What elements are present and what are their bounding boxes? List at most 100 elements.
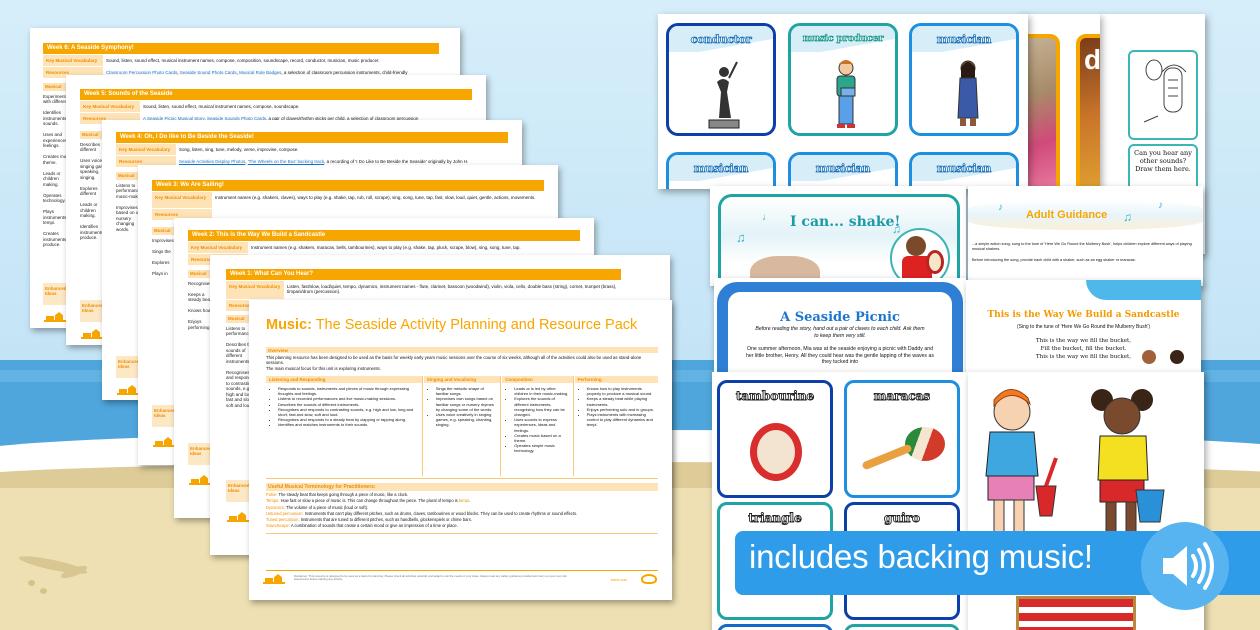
tambourine-icon <box>750 423 802 481</box>
adult-guidance-sheet[interactable]: Adult Guidance ♫ ♪ ♪ ...a simple action … <box>968 186 1203 286</box>
column-heading: Performing <box>574 376 659 383</box>
twinkl-badge-icon <box>641 574 657 584</box>
resources-row: Resources <box>152 209 212 220</box>
resource-link[interactable]: Seaside Sounds Photo Cards <box>206 116 267 121</box>
resource-link[interactable]: Seaside Sound Photo Cards <box>179 70 237 75</box>
vocab-text: Listen, fast/slow, loud/quiet, tempo, dy… <box>287 284 617 294</box>
resources-label: Resources <box>116 156 176 167</box>
vocab-label: Key Musical Vocabulary <box>188 242 248 253</box>
resource-link[interactable]: Classroom Percussion Photo Cards <box>106 70 178 75</box>
instrument-card-tambourine[interactable]: tambourine <box>717 380 833 498</box>
resource-link[interactable]: Seaside Activities Display Photos <box>179 159 246 164</box>
music-note-icon: ♫ <box>892 222 901 236</box>
week-heading: Week 6: A Seaside Symphony! <box>43 43 439 54</box>
role-card-label: musician <box>693 162 749 176</box>
skill-item: Identifies and matches instruments to th… <box>278 422 419 427</box>
main-planning-page[interactable]: Music: The Seaside Activity Planning and… <box>249 300 672 600</box>
tuba-panel <box>1128 50 1198 140</box>
skill-item: Uses voice creatively in singing games, … <box>436 412 497 428</box>
adult-guidance-title: Adult Guidance <box>1026 209 1108 221</box>
maracas-icon <box>905 427 945 461</box>
music-note-icon: ♪ <box>998 202 1003 213</box>
resources-label: Resources <box>152 209 212 220</box>
divider <box>266 478 658 479</box>
resource-link[interactable]: A Seaside Picnic Musical Story <box>143 116 205 121</box>
vocab-label: Key Musical Vocabulary <box>116 144 176 155</box>
footer-line <box>266 570 658 571</box>
skill-item: Operates simple music technology. <box>514 443 569 453</box>
instrument-label: tambourine <box>735 389 815 404</box>
role-card-label: musician <box>815 162 871 176</box>
role-card-musician[interactable]: musician <box>666 152 776 189</box>
enhanced-ideas-label: Enhanced Ideas <box>80 300 108 322</box>
role-card-label: musician <box>936 33 992 47</box>
tuba-icon <box>1143 59 1187 123</box>
photo-card: d <box>1076 34 1100 194</box>
song-title: This is the Way We Build a Sandcastle <box>987 310 1180 320</box>
skills-column: Composition Leads or is led by other chi… <box>502 376 574 476</box>
skill-item: Responds to sounds, instruments and piec… <box>278 386 419 396</box>
seaside-picnic-story[interactable]: A Seaside Picnic Before reading the stor… <box>714 278 966 378</box>
column-heading: Singing and Vocalising <box>423 376 501 383</box>
week-heading: Week 4: Oh, I Do like to Be Beside the S… <box>116 132 508 143</box>
side-column: Musical Listens to performances, music-m… <box>116 172 146 232</box>
skill-item: Explores the sounds of different instrum… <box>514 396 569 417</box>
boy-producer-icon <box>836 60 856 128</box>
enhanced-ideas-label: Enhanced Ideas <box>116 356 144 378</box>
resources-label: Resources <box>43 67 103 78</box>
sand-dot <box>28 580 35 586</box>
terminology-label: Useful Musical Terminology for Practitio… <box>266 483 658 491</box>
instrument-label: guiro <box>884 511 921 526</box>
instrument-label: triangle <box>748 511 802 526</box>
guidance-text: Before introducing the song, provide eac… <box>972 258 1136 262</box>
vocab-text: Song, listen, sing, tune, melody, verse,… <box>179 147 299 152</box>
role-card-musician[interactable]: musician <box>788 152 898 189</box>
week-heading: Week 3: We Are Sailing! <box>152 180 544 191</box>
column-heading: Composition <box>502 376 573 383</box>
overview-focus-text: The main musical focus for this unit is … <box>266 366 381 371</box>
vocab-text: Instrument names (e.g. shakers, claves),… <box>215 195 536 200</box>
resource-link[interactable]: 'The Wheels on the Bus' backing track <box>247 159 325 164</box>
role-card-label: music producer <box>802 33 884 45</box>
instrument-label: maracas <box>873 389 931 404</box>
skill-item: Sings the melodic shape of familiar song… <box>436 386 497 396</box>
role-card-music-producer[interactable]: music producer <box>788 23 898 136</box>
kid-with-spade-icon <box>1142 350 1156 364</box>
enhanced-ideas-label: Enhanced Ideas <box>152 405 180 427</box>
story-instruction: Before reading the story, hand out a pai… <box>755 326 925 339</box>
boy-with-bucket-icon <box>985 389 1058 541</box>
i-can-shake-poster[interactable]: I can... shake! ♫ ♩ ♫ <box>710 186 966 286</box>
skill-item: Plays instruments with increasing contro… <box>587 412 655 428</box>
role-card-musician[interactable]: musician <box>909 23 1019 136</box>
resource-link[interactable]: Musical Role Badges <box>239 70 282 75</box>
musical-role-cards[interactable]: conductor music producer musician <box>658 14 1028 189</box>
photo-card-sheet[interactable]: d <box>1018 14 1100 194</box>
play-backing-music-button[interactable] <box>1141 522 1229 610</box>
skill-item: Improvises own songs based on familiar s… <box>436 396 497 412</box>
term-row: Pulse: The steady beat that keeps going … <box>266 492 409 497</box>
role-card-label: conductor <box>690 33 752 47</box>
vocab-label: Key Musical Vocabulary <box>226 281 284 299</box>
week-heading: Week 1: What Can You Hear? <box>226 269 621 280</box>
music-note-icon: ♩ <box>762 212 772 223</box>
child-with-drum-icon <box>906 236 926 256</box>
sandcastle-song-sheet[interactable]: This is the Way We Build a Sandcastle (S… <box>966 280 1201 380</box>
vocab-text: Instrument names (e.g. shakers, maracas,… <box>251 245 521 250</box>
speaker-volume-icon <box>1163 542 1214 590</box>
vocab-label: Key Musical Vocabulary <box>43 55 103 66</box>
skill-item: Keeps a steady beat while playing instru… <box>587 396 655 406</box>
instrument-card-maracas[interactable]: maracas <box>844 380 960 498</box>
song-line: This is the way we fill the bucket, <box>1035 354 1132 360</box>
footer-url[interactable]: twinkl.com <box>611 578 628 582</box>
guidance-text: ...a simple action song, sung to the tun… <box>972 242 1192 251</box>
drum-icon <box>926 250 944 274</box>
role-card-conductor[interactable]: conductor <box>666 23 776 136</box>
role-card-musician[interactable]: musician <box>909 152 1019 189</box>
